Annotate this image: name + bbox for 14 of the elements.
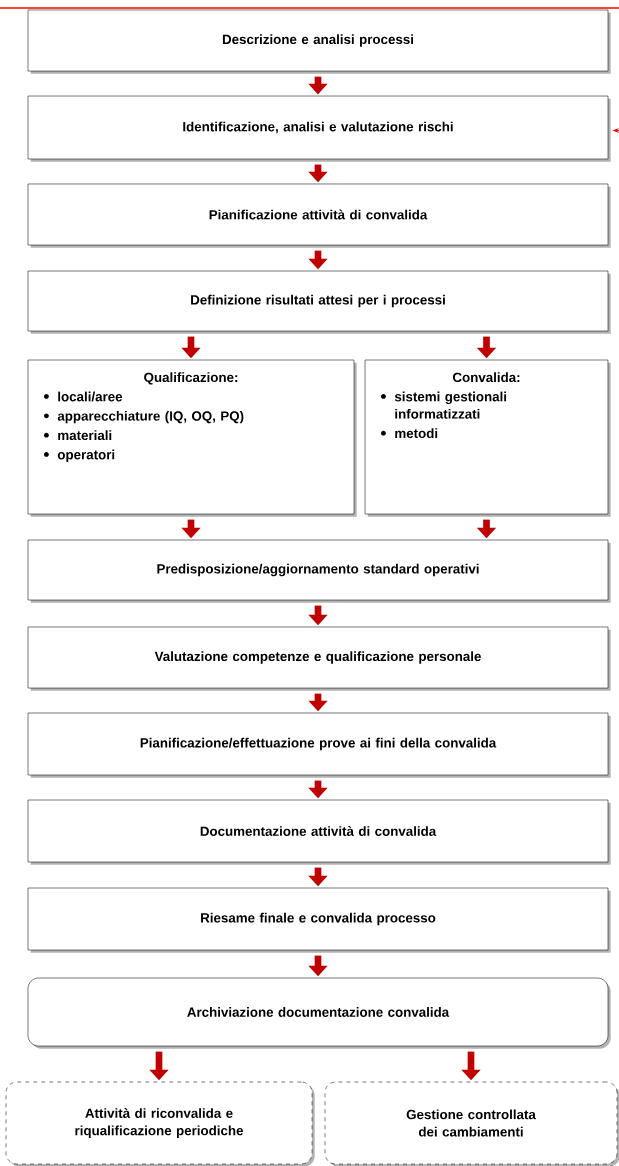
process-box: Pianificazione attività di convalida [27, 183, 611, 248]
process-box: Definizione risultati attesi per i processi [27, 270, 611, 334]
process-box: Identificazione, analisi e valutazione rischi [27, 95, 611, 162]
process-box: Pianificazione/effettuazione prove ai fini della convalida [27, 712, 611, 778]
list-box: Convalida: sistemi gestionali informatizzati metodi [364, 359, 611, 517]
process-box: Attività di riconvalida e riqualificazione periodiche [5, 1081, 315, 1166]
process-box: Gestione controllata dei cambiamenti [324, 1081, 619, 1166]
process-box: Archiviazione documentazione convalida [27, 977, 611, 1049]
process-box: Descrizione e analisi processi [27, 9, 611, 74]
process-box: Riesame finale e convalida processo [27, 887, 611, 953]
process-box: Predisposizione/aggiornamento standard operativi [27, 539, 611, 603]
process-box: Documentazione attività di convalida [27, 799, 611, 865]
process-box: Valutazione competenze e qualificazione personale [27, 626, 611, 691]
list-box: Qualificazione: locali/aree apparecchiature (IQ, OQ, PQ) materiali operatori [27, 359, 357, 517]
